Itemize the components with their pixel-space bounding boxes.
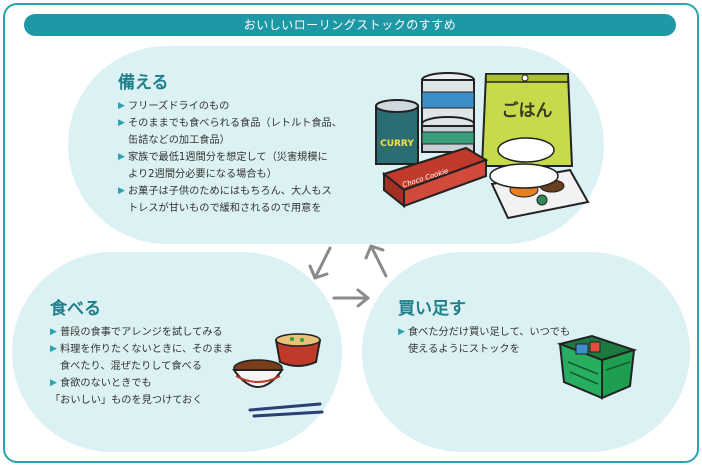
chopsticks-icon — [248, 402, 324, 418]
rice-bowl-icon — [232, 359, 284, 388]
svg-text:CURRY: CURRY — [380, 139, 414, 149]
list-item: 「おいしい」ものを見つけておく — [50, 395, 203, 406]
list-item: ▶普段の食事でアレンジを試してみる — [50, 324, 233, 341]
prepare-title: 備える — [118, 73, 169, 93]
rice-pack-icon: ごはん — [480, 73, 574, 167]
bullet-icon: ▶ — [50, 378, 57, 388]
bullet-icon: ▶ — [50, 344, 57, 354]
eat-list: ▶普段の食事でアレンジを試してみる ▶料理を作りたくないときに、そのまま 食べた… — [50, 324, 233, 409]
list-item: ▶そのままでも食べられる食品（レトルト食品、 — [118, 115, 342, 132]
bullet-icon: ▶ — [118, 186, 125, 196]
list-item: ▶食べた分だけ買い足して、いつでも — [398, 324, 570, 341]
arrow-up-left-icon — [364, 244, 388, 278]
prepare-list: ▶フリーズドライのもの ▶そのままでも食べられる食品（レトルト食品、 缶詰などの… — [118, 98, 342, 217]
list-item: より2週間分必要になる場合も） — [128, 169, 277, 180]
restock-title: 買い足す — [398, 299, 466, 319]
can-stack-icon — [421, 72, 475, 153]
bullet-icon: ▶ — [50, 327, 57, 337]
list-item: 缶詰などの加工食品） — [128, 135, 230, 146]
restock-panel — [362, 252, 690, 452]
arrow-down-left-icon — [308, 246, 332, 280]
stockpile-foods-illustration: ごはん CURRY Choco Cookie — [375, 72, 590, 220]
bullet-icon: ▶ — [118, 152, 125, 162]
list-item: ▶料理を作りたくないときに、そのまま — [50, 341, 233, 358]
curry-can-icon: CURRY — [375, 99, 419, 165]
list-item: トレスが甘いもので緩和されるので用意を — [128, 203, 322, 214]
list-item: ▶フリーズドライのもの — [118, 98, 342, 115]
bullet-icon: ▶ — [118, 101, 125, 111]
cookie-box-icon: Choco Cookie — [381, 146, 489, 209]
miso-soup-icon — [274, 333, 322, 367]
meal-illustration — [232, 333, 324, 418]
eat-title: 食べる — [50, 299, 101, 319]
shopping-basket-illustration — [556, 334, 638, 400]
bullet-icon: ▶ — [398, 327, 405, 337]
list-item: ▶家族で最低1週間分を想定して（災害規模に — [118, 149, 342, 166]
arrow-right-icon — [332, 288, 370, 308]
bullet-icon: ▶ — [118, 118, 125, 128]
restock-list: ▶食べた分だけ買い足して、いつでも 使えるようにストックを — [398, 324, 570, 358]
header-title: おいしいローリングストックのすすめ — [24, 14, 676, 36]
list-item: 使えるようにストックを — [408, 344, 520, 355]
list-item: ▶食欲のないときでも — [50, 375, 233, 392]
svg-text:ごはん: ごはん — [502, 100, 553, 121]
list-item: 食べたり、混ぜたりして食べる — [60, 361, 202, 372]
list-item: ▶お菓子は子供のためにはもちろん、大人もス — [118, 183, 342, 200]
